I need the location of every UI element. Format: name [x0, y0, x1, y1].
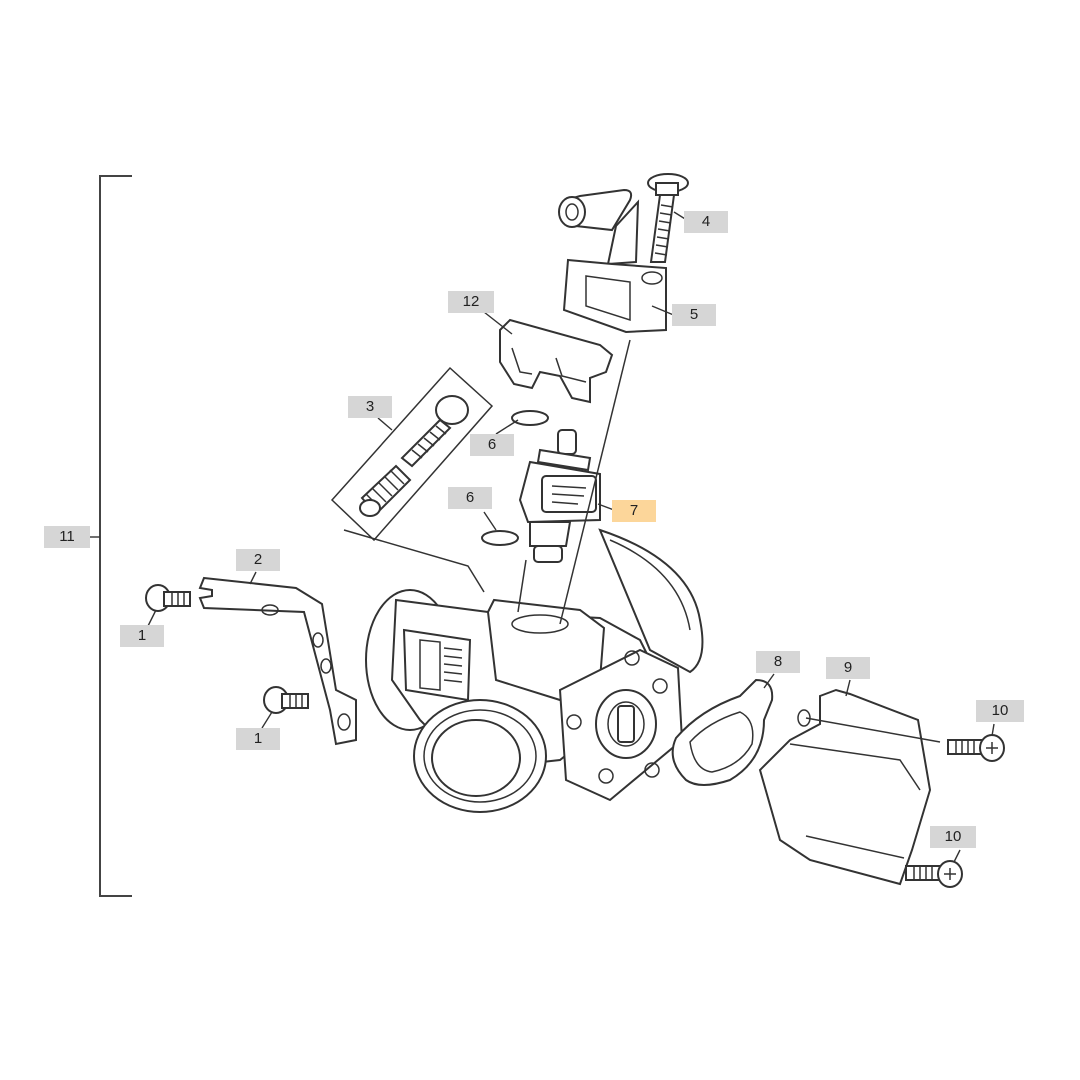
callout-7-highlighted: 7 — [612, 500, 656, 522]
part-10-screw-lower — [905, 860, 963, 888]
leader-10-lower — [953, 849, 961, 863]
leader-2 — [249, 571, 257, 585]
assembly-bracket — [99, 175, 132, 897]
part-12-bracket-plate — [499, 318, 614, 404]
leader-6-lower — [483, 511, 497, 531]
throttle-body — [365, 528, 704, 813]
leader-10-upper — [991, 723, 995, 737]
part-3-screw-spring-kit — [330, 366, 494, 542]
callout-1-lower: 1 — [236, 728, 280, 750]
callout-11: 11 — [44, 526, 90, 548]
part-4-bolt — [647, 173, 689, 263]
part-10-screw-upper — [947, 734, 1005, 762]
assembly-line-oring — [517, 559, 527, 613]
part-1-screw-upper — [145, 584, 191, 612]
callout-10-upper: 10 — [976, 700, 1024, 722]
part-6-oring-upper — [511, 410, 549, 426]
leader-3 — [377, 417, 393, 431]
callout-5: 5 — [672, 304, 716, 326]
assembly-line-cover — [805, 717, 941, 743]
leader-6-upper — [495, 419, 519, 435]
leader-9 — [845, 679, 851, 697]
callout-1-upper: 1 — [120, 625, 164, 647]
callout-6-upper: 6 — [470, 434, 514, 456]
callout-8: 8 — [756, 651, 800, 673]
callout-12: 12 — [448, 291, 494, 313]
part-7-sensor — [518, 429, 601, 563]
part-5-connector — [558, 188, 667, 334]
callout-9: 9 — [826, 657, 870, 679]
callout-2: 2 — [236, 549, 280, 571]
leader-8 — [763, 673, 775, 689]
assembly-line-sensor — [559, 339, 631, 625]
callout-4: 4 — [684, 211, 728, 233]
part-6-oring-lower — [481, 530, 519, 546]
leader-1-upper — [147, 609, 157, 627]
callout-6-lower: 6 — [448, 487, 492, 509]
callout-3: 3 — [348, 396, 392, 418]
leader-7 — [597, 503, 615, 511]
assembly-line-kit — [343, 529, 485, 593]
leader-12 — [483, 311, 513, 335]
callout-10-lower: 10 — [930, 826, 976, 848]
part-2-bracket-arm — [198, 576, 357, 746]
leader-1-lower — [261, 711, 273, 729]
part-9-cover — [758, 688, 932, 886]
part-8-gasket — [671, 678, 774, 786]
part-1-screw-lower — [263, 686, 309, 714]
